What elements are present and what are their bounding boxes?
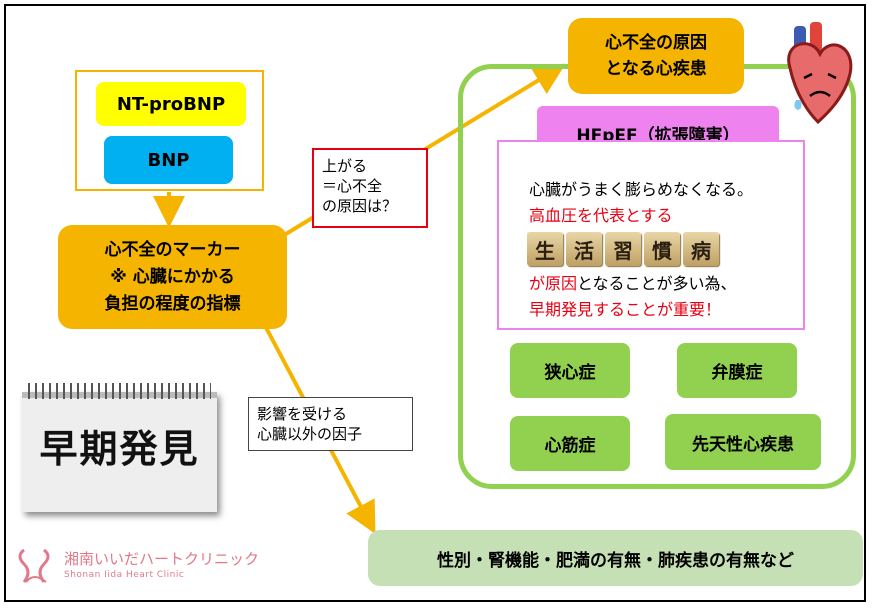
- cause-line-1: 心不全の原因: [605, 33, 707, 53]
- bnp-box: BNP: [104, 136, 233, 184]
- marker-line-3: 負担の程度の指標: [104, 293, 241, 314]
- tile-char: 生: [527, 232, 563, 266]
- tile-char: 慣: [644, 232, 680, 266]
- clinic-name: 湘南いいだハートクリニック: [64, 550, 260, 568]
- hfpef-desc-line-3: が原因となることが多い為、: [529, 270, 737, 294]
- other-factors-box: 性別・腎機能・肥満の有無・肺疾患の有無など: [368, 530, 863, 586]
- disease-valvular: 弁膜症: [677, 343, 797, 398]
- rise-label: 上がる ＝心不全 の原因は？: [312, 148, 428, 228]
- heart-failure-marker-box: 心不全のマーカー ※ 心臓にかかる 負担の程度の指標: [58, 225, 287, 329]
- rise-label-line-2: ＝心不全: [322, 177, 383, 195]
- disease-congenital: 先天性心疾患: [665, 414, 821, 470]
- calendar-text: 早期発見: [39, 427, 200, 471]
- disease-angina: 狭心症: [510, 343, 630, 398]
- factor-label: 影響を受ける 心臓以外の因子: [248, 397, 413, 451]
- hfpef-desc-line-3-black: となることが多い為、: [577, 274, 737, 293]
- lifestyle-disease-tiles: 生 活 習 慣 病: [527, 232, 719, 266]
- marker-group-frame: [75, 70, 264, 191]
- flamingo-logo-icon: [18, 548, 50, 583]
- cause-line-2: となる心疾患: [605, 59, 707, 79]
- sick-heart-icon: [787, 22, 853, 125]
- calendar-rings: [28, 383, 211, 399]
- tile-char: 習: [605, 232, 641, 266]
- clinic-logo: 湘南いいだハートクリニック Shonan Iida Heart Clinic: [14, 544, 294, 586]
- tile-char: 活: [566, 232, 602, 266]
- rise-label-line-3: の原因は？: [322, 197, 398, 215]
- hfpef-desc-line-1: 心臓がうまく膨らめなくなる。: [529, 180, 754, 199]
- hfpef-description-box: 心臓がうまく膨らめなくなる。 高血圧を代表とする 生 活 習 慣 病 が原因とな…: [497, 140, 805, 330]
- tile-char: 病: [683, 232, 719, 266]
- rise-label-line-1: 上がる: [322, 157, 368, 175]
- factor-label-line-1: 影響を受ける: [257, 405, 348, 423]
- diagram-frame: [4, 4, 866, 602]
- hfpef-desc-line-3-red: が原因: [529, 274, 578, 293]
- ntprobnp-box: NT-proBNP: [96, 82, 246, 126]
- hfpef-desc-line-4: 早期発見することが重要！: [529, 300, 722, 319]
- disease-cardiomyopathy: 心筋症: [510, 416, 630, 471]
- factor-label-line-2: 心臓以外の因子: [257, 425, 363, 443]
- marker-line-2: ※ 心臓にかかる: [110, 266, 235, 287]
- clinic-name-en: Shonan Iida Heart Clinic: [64, 570, 185, 580]
- cause-box: 心不全の原因 となる心疾患: [568, 18, 744, 94]
- calendar-image: 早期発見: [22, 383, 217, 512]
- hfpef-desc-line-2: 高血圧を代表とする: [529, 206, 673, 225]
- marker-line-1: 心不全のマーカー: [104, 239, 241, 260]
